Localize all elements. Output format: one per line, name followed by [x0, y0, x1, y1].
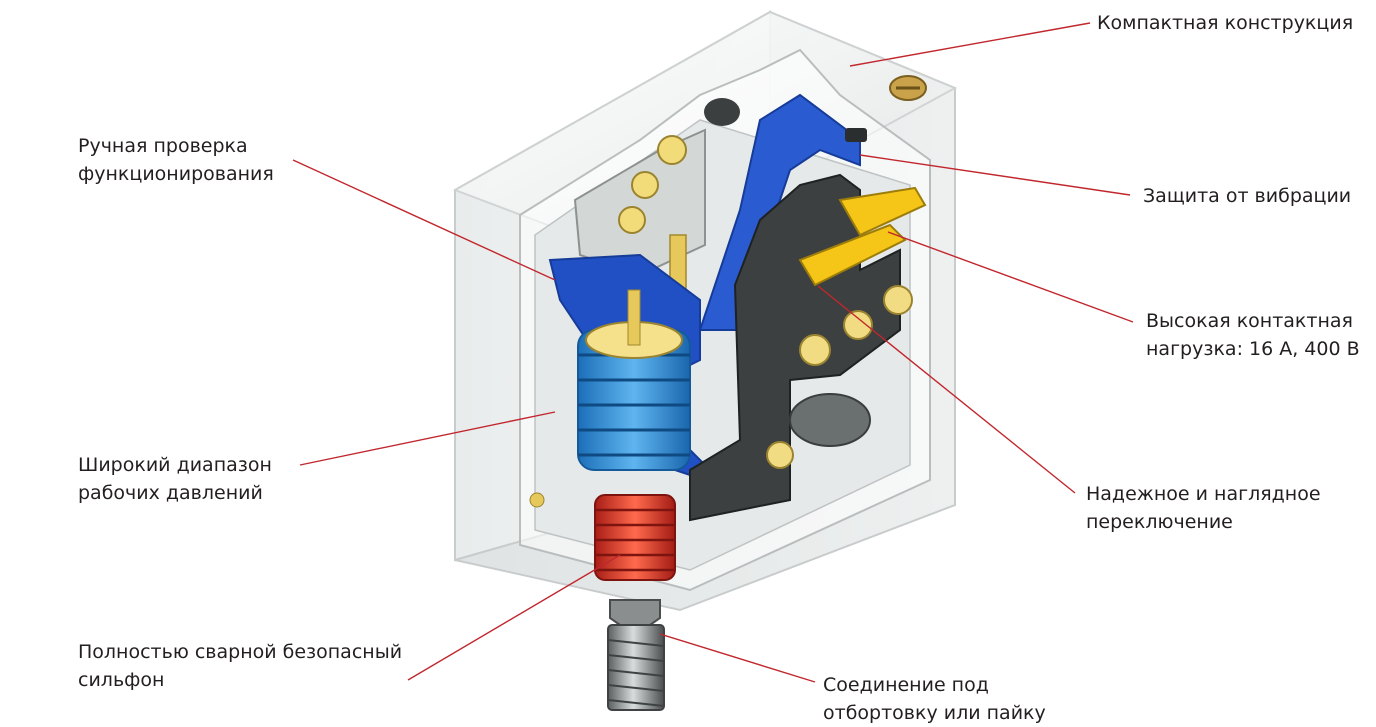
callout-manual-test-line-1: Ручная проверка	[78, 132, 274, 160]
callout-compact: Компактная конструкция	[1097, 9, 1353, 37]
terminal-screw-3	[884, 286, 912, 314]
threaded-connector	[608, 600, 664, 710]
terminal-screw-2	[844, 311, 872, 339]
leader-compact	[850, 23, 1090, 66]
black-knob	[704, 98, 740, 126]
callout-bellows: Полностью сварной безопасный сильфон	[78, 638, 402, 694]
callout-contact-load: Высокая контактная нагрузка: 16 А, 400 В	[1146, 307, 1360, 363]
callout-switching-line-1: Надежное и наглядное	[1086, 480, 1321, 508]
terminal-screw-4	[767, 442, 793, 468]
adjust-screw-top	[658, 136, 686, 164]
small-brass-screw	[530, 493, 544, 507]
callout-bellows-line-1: Полностью сварной безопасный	[78, 638, 402, 666]
leader-connection	[660, 634, 815, 682]
callout-switching: Надежное и наглядное переключение	[1086, 480, 1321, 536]
callout-vibration: Защита от вибрации	[1143, 182, 1351, 210]
vibration-damper	[845, 128, 867, 142]
callout-connection: Соединение под отбортовку или пайку	[823, 671, 1046, 727]
callout-pressure-range: Широкий диапазон рабочих давлений	[78, 451, 272, 507]
cable-entry	[790, 394, 870, 446]
callout-bellows-line-2: сильфон	[78, 666, 402, 694]
callout-manual-test: Ручная проверка функционирования	[78, 132, 274, 188]
callout-switching-line-2: переключение	[1086, 508, 1321, 536]
terminal-screw-1	[800, 335, 830, 365]
callout-pressure-range-line-2: рабочих давлений	[78, 479, 272, 507]
callout-compact-line-1: Компактная конструкция	[1097, 9, 1353, 37]
callout-contact-load-line-2: нагрузка: 16 А, 400 В	[1146, 335, 1360, 363]
callout-vibration-line-1: Защита от вибрации	[1143, 182, 1351, 210]
callout-connection-line-1: Соединение под	[823, 671, 1046, 699]
welded-bellows	[595, 495, 675, 580]
callout-pressure-range-line-1: Широкий диапазон	[78, 451, 272, 479]
callout-contact-load-line-1: Высокая контактная	[1146, 307, 1360, 335]
callout-manual-test-line-2: функционирования	[78, 160, 274, 188]
adjust-screw-low	[619, 207, 645, 233]
adjust-screw-mid	[632, 172, 658, 198]
